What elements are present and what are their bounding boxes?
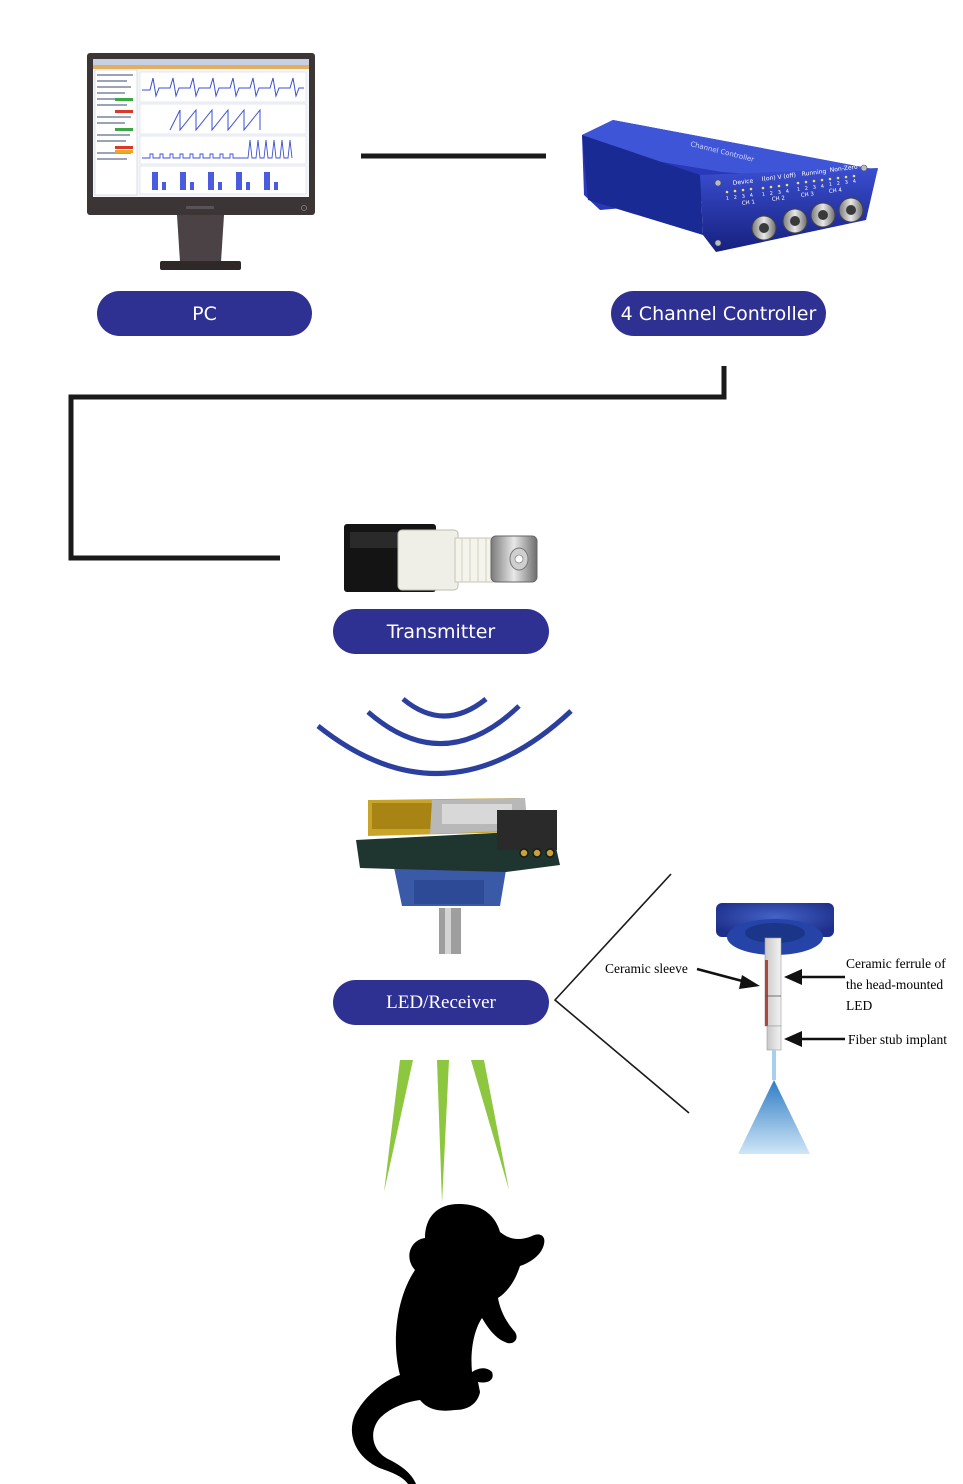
ch-number: 2 — [734, 195, 738, 201]
wireless-waves-icon — [316, 697, 573, 776]
group-non-zero: Non-Zero — [829, 164, 858, 174]
callout-arrows — [696, 967, 845, 1047]
ch-number: 1 — [797, 187, 801, 193]
led-receiver-label: LED/Receiver — [333, 980, 549, 1025]
ch-number: 2 — [770, 191, 774, 197]
ch-number: 2 — [837, 181, 841, 187]
transmitter-device — [344, 524, 538, 592]
channel-label-3: CH 3 — [801, 191, 815, 199]
ch-number: 3 — [742, 194, 746, 200]
led-receiver-device — [356, 798, 560, 954]
ch-number: 3 — [778, 190, 782, 196]
callout-lines — [553, 873, 690, 1114]
pc-label: PC — [97, 291, 312, 336]
ch-number: 4 — [821, 184, 825, 190]
ferrule-annotation-line3: LED — [846, 998, 873, 1013]
monitor-icon — [87, 53, 315, 270]
group-current-voltage: I(on) V (off) — [761, 172, 796, 183]
channel-label-4: CH 4 — [829, 187, 843, 195]
ch-number: 3 — [845, 180, 849, 186]
channel-label-2: CH 2 — [772, 195, 786, 203]
ch-number: 4 — [750, 193, 754, 199]
group-device: Device — [732, 177, 754, 186]
controller-device: Channel Controller Device I(on) V (off) … — [582, 120, 878, 252]
bnc-connectors — [751, 197, 864, 241]
ferrule-annotation-line2: the head-mounted — [846, 977, 944, 992]
transmitter-label: Transmitter — [333, 609, 549, 654]
light-beams-icon — [384, 1060, 509, 1203]
channel-label-1: CH 1 — [742, 199, 756, 207]
ferrule-annotation-line1: Ceramic ferrule of — [846, 956, 946, 971]
ch-number: 4 — [853, 179, 857, 185]
fiber-implant-illustration — [716, 903, 834, 1154]
ch-number: 2 — [805, 186, 809, 192]
controller-label: 4 Channel Controller — [611, 291, 826, 336]
fiber-stub-annotation: Fiber stub implant — [848, 1032, 947, 1047]
controller-transmitter-cable — [68, 366, 727, 561]
mouse-silhouette-icon — [351, 1204, 545, 1484]
ch-number: 1 — [762, 192, 766, 198]
ch-number: 1 — [726, 196, 730, 202]
ceramic-sleeve-annotation: Ceramic sleeve — [605, 961, 688, 976]
ch-number: 3 — [813, 185, 817, 191]
group-running: Running — [801, 168, 826, 178]
ch-number: 1 — [829, 182, 833, 188]
ch-number: 4 — [786, 189, 790, 195]
